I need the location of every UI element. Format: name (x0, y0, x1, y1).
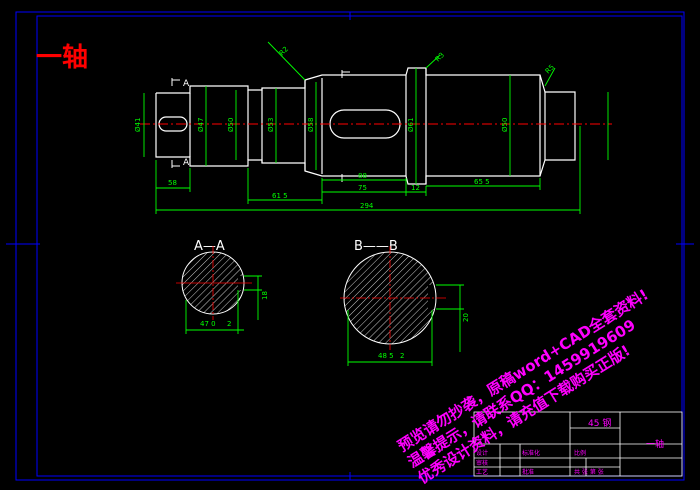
section-a-dim-texts: 47 0 2 18 (200, 291, 269, 328)
dim-len-4: 75 (358, 184, 367, 192)
tb-cell-2: 审核 (476, 459, 488, 467)
cut-a-top-label: A (183, 79, 190, 89)
tb-cell-4: 标准化 (522, 449, 540, 457)
section-b-title: B——B (354, 239, 398, 254)
b-width-2: 2 (400, 352, 404, 360)
part-name-text: 一轴 (646, 438, 664, 450)
dim-dia-1: Ø41 (134, 118, 142, 132)
dimension-lines (143, 41, 609, 214)
drawing-title: 一轴 (36, 43, 88, 73)
dimension-texts: R2 R3 R5 Ø41 Ø47 Ø50 Ø53 Ø58 Ø61 Ø50 58 … (134, 45, 556, 210)
dim-dia-3: Ø50 (227, 118, 235, 132)
material-text: 45 钢 (588, 417, 611, 429)
dim-len-3: 88 (358, 172, 367, 180)
a-width-1: 47 0 (200, 320, 216, 328)
watermark-line-2: 温馨提示，请联系QQ：1459919609 (405, 316, 639, 472)
cut-a-bottom-label: A (183, 158, 190, 168)
section-b-dims (347, 284, 464, 366)
dim-dia-4: Ø53 (267, 118, 275, 132)
dim-dia-2: Ø47 (197, 118, 205, 132)
dim-len-6: 65 5 (474, 178, 490, 186)
inner-frame (36, 15, 683, 477)
title-block-texts: 设计 审核 工艺 标准化 批准 比例 共 张 第 张 (476, 449, 604, 476)
title-block (473, 411, 683, 477)
shaft-outline (155, 67, 576, 185)
section-b-dim-texts: 48 5 2 20 (378, 313, 470, 360)
dim-len-5: 12 (411, 184, 420, 192)
b-height: 20 (462, 313, 470, 322)
tb-cell-5: 批准 (522, 468, 534, 476)
dim-dia-7: Ø50 (501, 118, 509, 132)
dim-len-2: 61 5 (272, 192, 288, 200)
tb-cell-1: 设计 (476, 449, 488, 457)
dim-len-1: 58 (168, 179, 177, 187)
a-width-2: 2 (227, 320, 231, 328)
dim-radius-2: R3 (434, 51, 446, 63)
dim-dia-6: Ø61 (407, 118, 415, 132)
tb-cell-7: 共 张 第 张 (574, 468, 604, 476)
watermark: 预览请勿抄袭，原稿word+CAD全套资料! 温馨提示，请联系QQ：145991… (395, 286, 652, 488)
tb-cell-3: 工艺 (476, 468, 488, 476)
section-b-view (340, 246, 446, 350)
section-a-title: A—A (194, 239, 225, 254)
a-height: 18 (261, 291, 269, 300)
section-a-dims (185, 275, 262, 334)
tb-cell-6: 比例 (574, 449, 586, 457)
dim-len-total: 294 (360, 202, 374, 210)
dim-dia-5: Ø58 (307, 118, 315, 132)
dim-radius-1: R2 (278, 45, 290, 57)
section-a-view (176, 246, 252, 320)
outer-frame (15, 11, 685, 481)
b-width-1: 48 5 (378, 352, 394, 360)
dim-radius-3: R5 (544, 63, 556, 75)
